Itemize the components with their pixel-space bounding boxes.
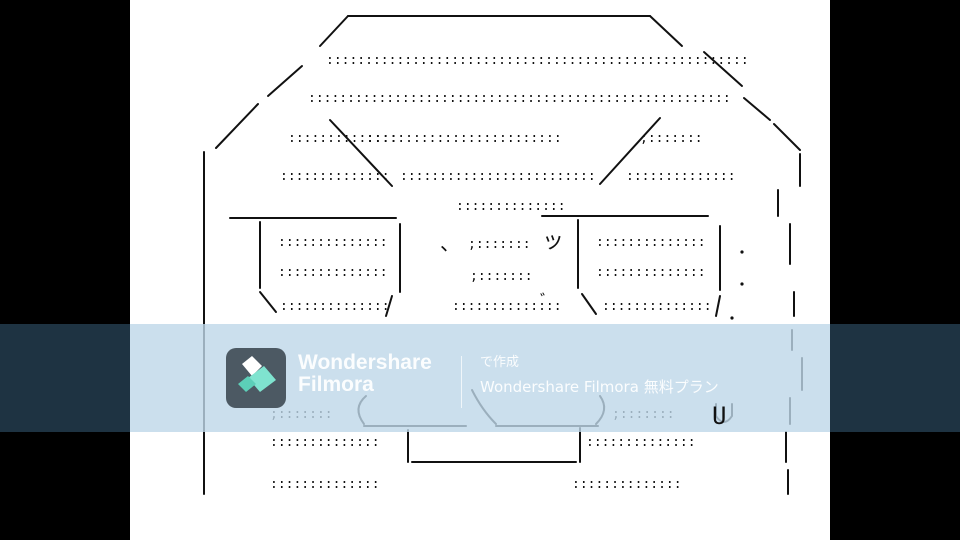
dot-row: ::::::::::::::::::::::::::::::::::::::::…: [308, 91, 731, 106]
brand-line-2: Filmora: [298, 373, 374, 396]
dot-row: ::::::::::::::: [280, 169, 390, 184]
watermark-caption: で作成 Wondershare Filmora 無料プラン: [480, 354, 719, 402]
comma-mark: 、: [440, 231, 460, 255]
dot-row: ::::::::::::::: [572, 477, 682, 492]
dot-row: ::::::::::::::: [278, 235, 388, 250]
brand-wordmark: Wondershare Filmora: [298, 352, 432, 396]
caption-line-2: Wondershare Filmora 無料プラン: [480, 378, 719, 396]
dot-row: ::::::::::::::: [278, 265, 388, 280]
dot-row: ::::::::::::::: [596, 265, 706, 280]
dot-row: ::::::::::::::: [456, 199, 566, 214]
dot-row: ::::::::::::::: [288, 131, 398, 146]
brand-line-1: Wondershare: [298, 351, 432, 374]
dot-row: ::::::::::::::: [626, 169, 736, 184]
dot-row: ::::::::::::::: [452, 299, 562, 314]
dot-row: ::::::::::::::: [602, 299, 712, 314]
ascii-art-canvas: ::::::::::::::::::::::::::::::::::::::::…: [130, 0, 830, 540]
dot-row: ::::::::::::::: [270, 435, 380, 450]
dakuten-mark: ゛: [540, 291, 556, 310]
dot-row: ;:::::::: [468, 237, 531, 252]
caption-line-1: で作成: [480, 355, 520, 370]
dot-row: ::::::::::::::: [280, 299, 390, 314]
filmora-logo-icon: [226, 348, 286, 408]
ascii-art-drawing: ::::::::::::::::::::::::::::::::::::::::…: [203, 15, 803, 495]
dot-row: ::::::::::::::: [586, 435, 696, 450]
watermark-band: [0, 324, 960, 432]
dot-row: ::::::::::::::::::::::::::::::::::::::::…: [326, 53, 749, 68]
watermark-band-right-edge: [830, 324, 960, 432]
watermark-divider: [461, 356, 462, 408]
dot-row: ::::::::::::::: [270, 477, 380, 492]
dot-row: ::::::::::::::: [596, 235, 706, 250]
dot-row: :::::::::::::::::::::::::: [400, 169, 596, 184]
dot-row: ;:::::::: [470, 269, 533, 284]
tsu-mark: ッ: [542, 229, 564, 254]
dot-row: ;:::::::: [640, 131, 703, 146]
watermark-band-left-edge: [0, 324, 130, 432]
dot-row: :::::::::::::::::::::::::: [366, 131, 562, 146]
